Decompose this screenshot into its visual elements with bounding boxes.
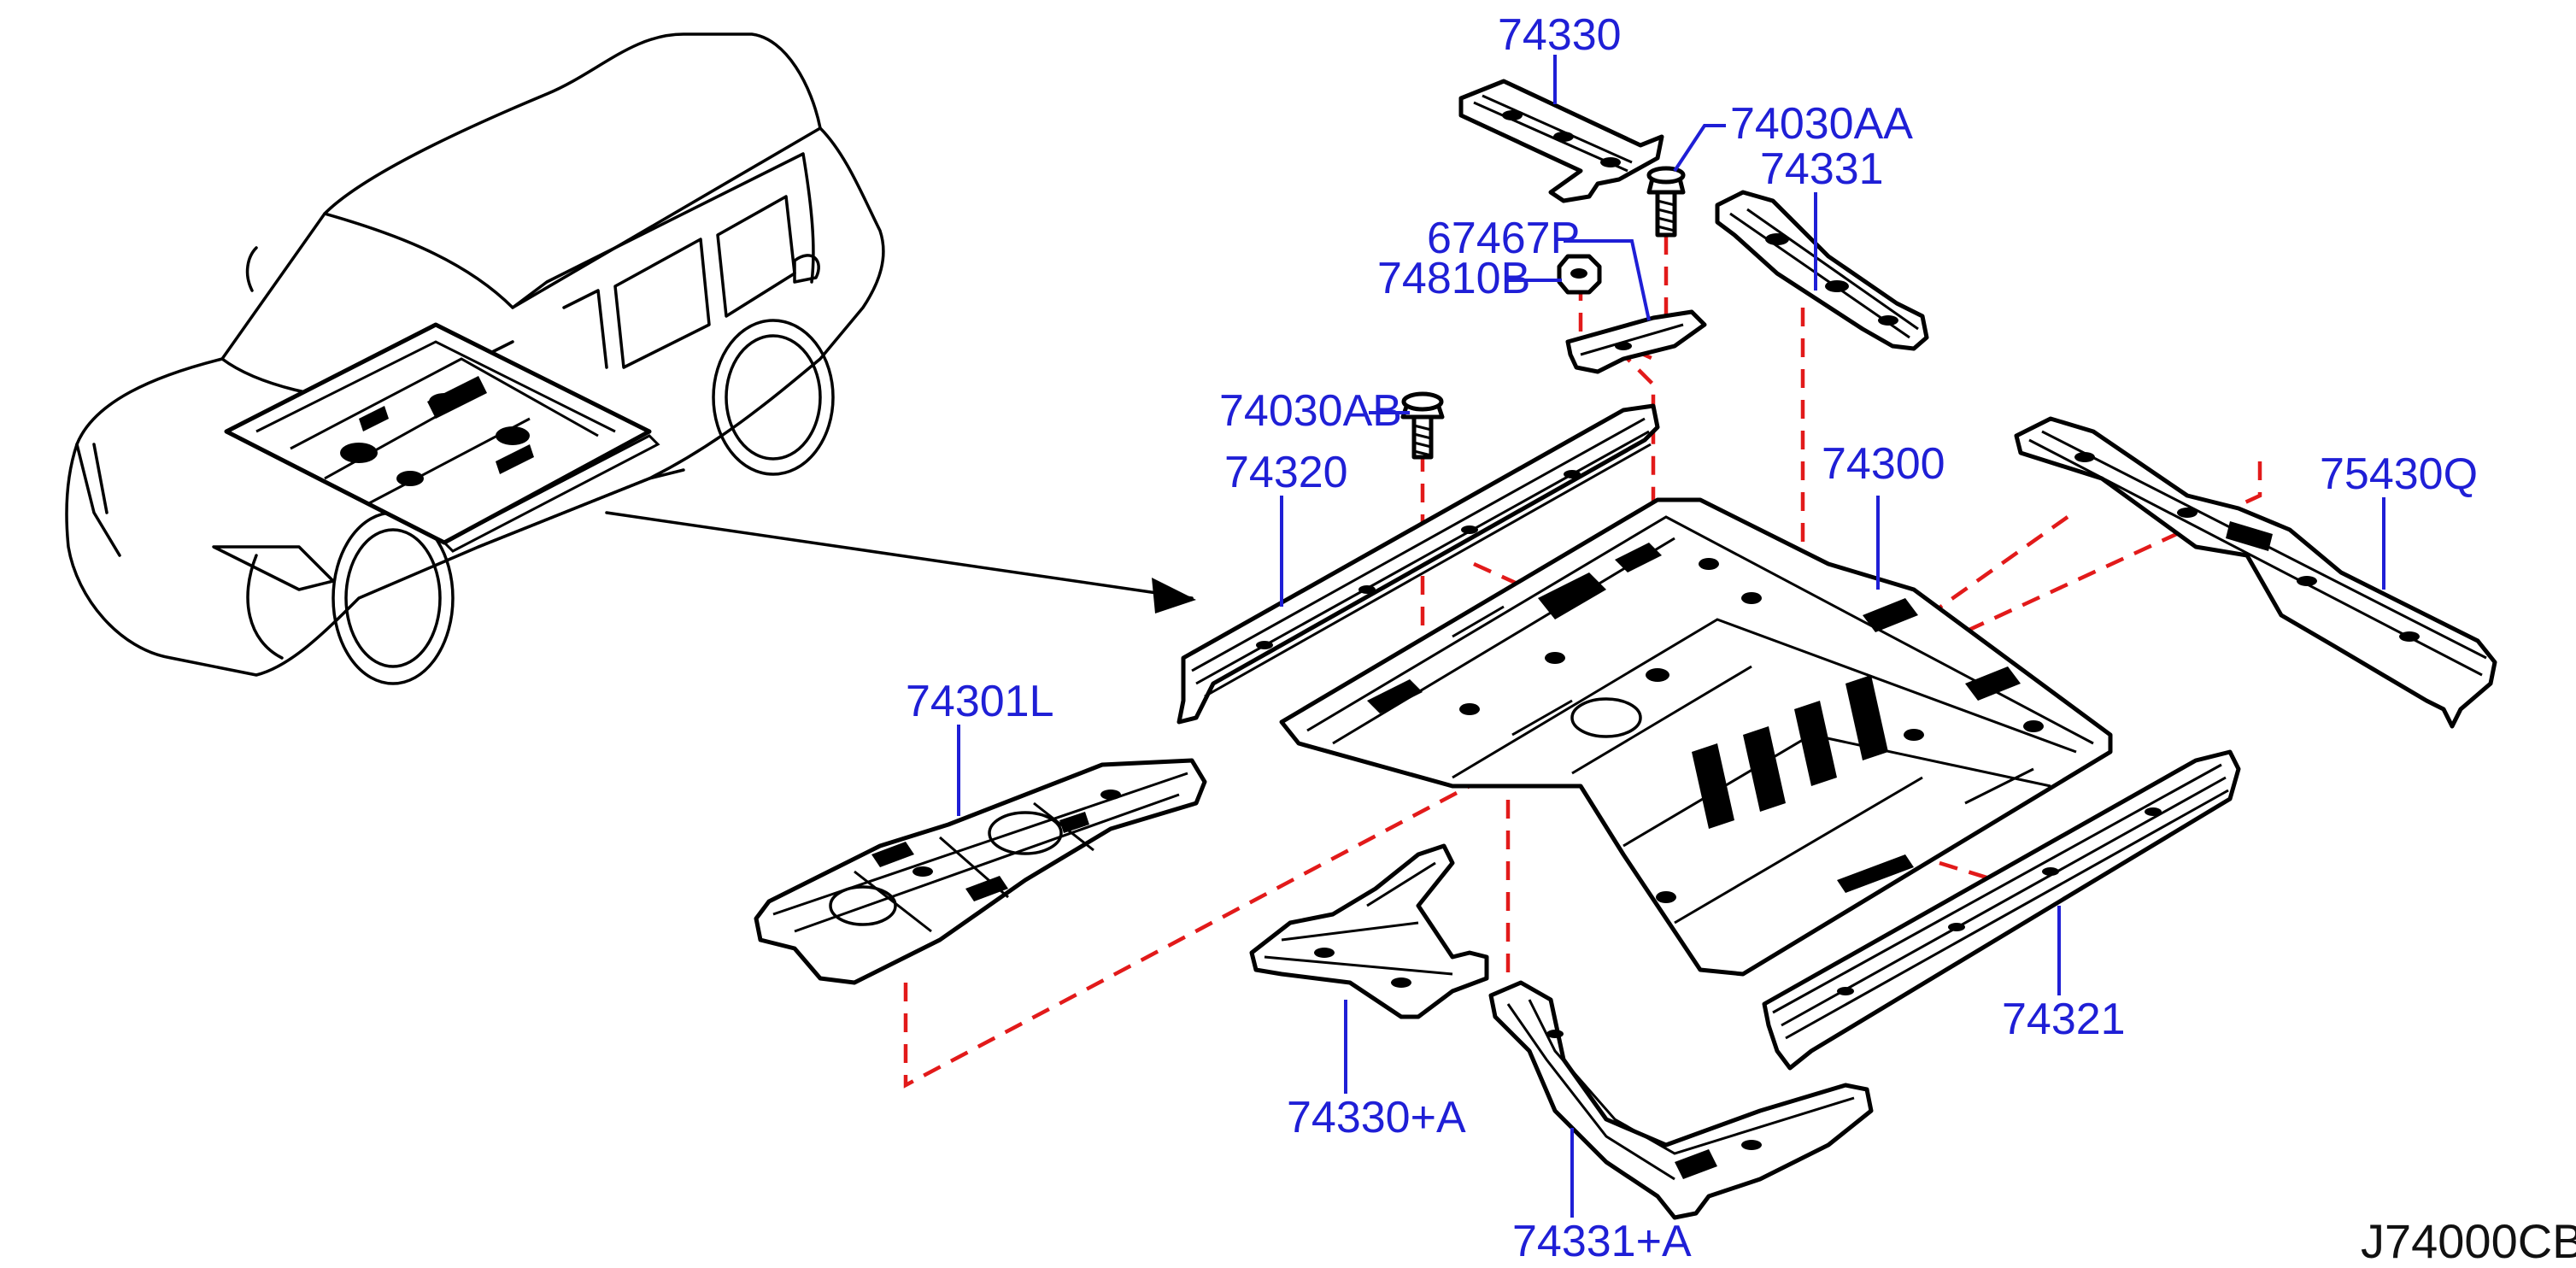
part-67467P[interactable]	[1565, 309, 1707, 374]
part-74330[interactable]	[1458, 79, 1664, 203]
label-74030AA[interactable]: 74030AA	[1730, 99, 1913, 149]
vehicle-illustration	[65, 32, 1196, 685]
part-74321[interactable]	[1762, 749, 2241, 1071]
part-labels: 74330 74030AA 74331 67467P 74810B 74030A…	[906, 10, 2478, 1266]
label-67467P[interactable]: 67467P	[1427, 214, 1580, 263]
label-74301L[interactable]: 74301L	[906, 677, 1054, 726]
part-74300[interactable]	[1279, 497, 2113, 977]
label-74030AB[interactable]: 74030AB	[1219, 386, 1402, 436]
label-74300[interactable]: 74300	[1822, 439, 1945, 489]
vehicle-floor-highlight	[224, 322, 660, 553]
diagram-reference-code: J74000CB	[2361, 1214, 2576, 1268]
label-74330[interactable]: 74330	[1498, 10, 1622, 60]
part-74301L[interactable]	[754, 758, 1207, 985]
label-74320[interactable]: 74320	[1224, 448, 1348, 497]
label-74321[interactable]: 74321	[2002, 995, 2126, 1044]
leader-lines	[957, 55, 2385, 1218]
part-74331[interactable]	[1715, 190, 1929, 351]
part-74030AA[interactable]	[1646, 166, 1686, 238]
label-74331[interactable]: 74331	[1760, 144, 1884, 194]
part-74320[interactable]	[1177, 403, 1660, 725]
part-74330A[interactable]	[1249, 843, 1489, 1019]
part-75430Q[interactable]	[2014, 416, 2497, 729]
label-74810B[interactable]: 74810B	[1377, 254, 1530, 303]
label-74331A[interactable]: 74331+A	[1512, 1217, 1692, 1266]
part-74030AB[interactable]	[1400, 391, 1445, 460]
part-74810B[interactable]	[1557, 254, 1602, 295]
label-75430Q[interactable]: 75430Q	[2320, 449, 2478, 499]
label-74330A[interactable]: 74330+A	[1287, 1093, 1466, 1142]
